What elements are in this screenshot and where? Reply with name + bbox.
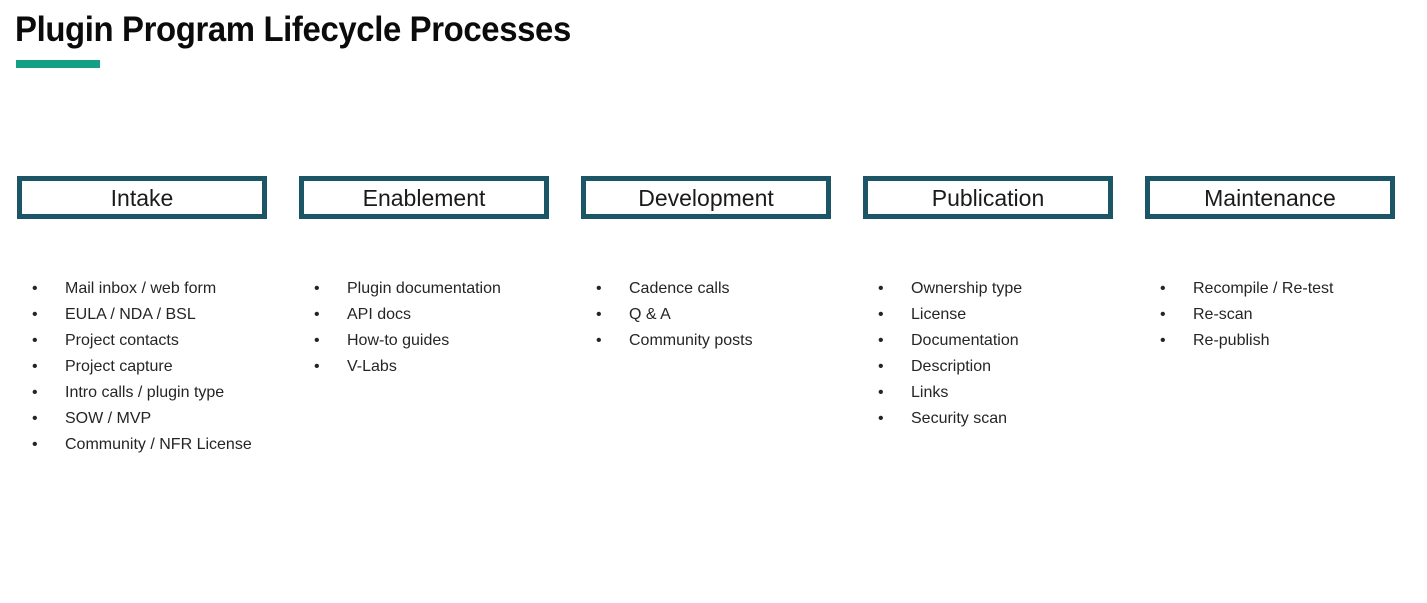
lifecycle-stages: Intake • Mail inbox / web form • EULA / NDA … (0, 176, 1427, 476)
bullet-icon: • (596, 280, 602, 297)
list-item: • Mail inbox / web form (17, 276, 297, 302)
list-item-label: Community / NFR License (65, 436, 252, 453)
stage-header-box-maintenance[interactable]: Maintenance (1145, 176, 1395, 219)
stage-item-list: • Cadence calls • Q & A • Community posts (581, 276, 861, 354)
bullet-icon: • (1160, 332, 1166, 349)
list-item-label: Security scan (911, 410, 1008, 427)
list-item-label: Recompile / Re-test (1193, 280, 1334, 297)
stage-header-box-intake[interactable]: Intake (17, 176, 267, 219)
bullet-icon: • (32, 280, 38, 297)
bullet-icon: • (596, 332, 602, 349)
bullet-icon: • (314, 358, 320, 375)
bullet-icon: • (878, 306, 884, 323)
list-item: • Community / NFR License (17, 432, 297, 458)
stage-header-label: Development (638, 184, 774, 211)
stage-item-list: • Plugin documentation • API docs • How-to gu… (299, 276, 579, 380)
page-title: Plugin Program Lifecycle Processes (15, 10, 571, 49)
list-item-label: Description (911, 358, 992, 375)
list-item-label: Documentation (911, 332, 1019, 349)
list-item: • SOW / MVP (17, 406, 297, 432)
list-item: • Ownership type (863, 276, 1143, 302)
stage-column-intake: Intake • Mail inbox / web form • EULA / NDA … (17, 176, 267, 453)
bullet-icon: • (314, 332, 320, 349)
list-item: • Intro calls / plugin type (17, 380, 297, 406)
list-item-label: EULA / NDA / BSL (65, 306, 196, 323)
bullet-icon: • (32, 306, 38, 323)
bullet-icon: • (878, 384, 884, 401)
list-item: • Q & A (581, 302, 861, 328)
bullet-icon: • (1160, 280, 1166, 297)
list-item-label: Community posts (629, 332, 753, 349)
stage-item-list: •Mail inbox / web form•EULA / NDA / BSL•… (17, 276, 297, 458)
list-item-label: Plugin documentation (347, 280, 501, 297)
list-item: • License (863, 302, 1143, 328)
stage-item-list: • Ownership type • License • Documentation • De… (863, 276, 1143, 432)
list-item-label: Mail inbox / web form (65, 280, 217, 297)
stage-column-publication: Publication • Ownership type • License • Docum… (863, 176, 1113, 427)
list-item-label: Project contacts (65, 332, 179, 349)
bullet-icon: • (878, 332, 884, 349)
stage-column-enablement: Enablement • Plugin documentation • API docs… (299, 176, 549, 375)
list-item: • Re-scan (1145, 302, 1425, 328)
stage-header-label: Publication (931, 184, 1045, 211)
list-item-label: Ownership type (911, 280, 1023, 297)
stage-header-label: Enablement (362, 184, 486, 211)
bullet-icon: • (878, 280, 884, 297)
bullet-icon: • (32, 436, 38, 453)
stage-column-development: Development • Cadence calls • Q & A • Communit… (581, 176, 831, 349)
list-item: • Project capture (17, 354, 297, 380)
stage-header-box-development[interactable]: Development (581, 176, 831, 219)
bullet-icon: • (1160, 306, 1166, 323)
stage-header-box-enablement[interactable]: Enablement (299, 176, 549, 219)
list-item: • Plugin documentation (299, 276, 579, 302)
bullet-icon: • (32, 384, 38, 401)
bullet-icon: • (878, 410, 884, 427)
bullet-icon: • (32, 358, 38, 375)
list-item: • Recompile / Re-test (1145, 276, 1425, 302)
bullet-icon: • (596, 306, 602, 323)
list-item: • Security scan (863, 406, 1143, 432)
bullet-icon: • (32, 332, 38, 349)
list-item-label: API docs (347, 306, 412, 323)
stage-column-maintenance: Maintenance • Recompile / Re-test • Re-scan •… (1145, 176, 1395, 349)
list-item-label: How-to guides (347, 332, 450, 349)
list-item-label: Re-publish (1193, 332, 1270, 349)
list-item: • EULA / NDA / BSL (17, 302, 297, 328)
list-item-label: Intro calls / plugin type (65, 384, 225, 401)
list-item-label: Project capture (65, 358, 173, 375)
list-item: • Project contacts (17, 328, 297, 354)
bullet-icon: • (314, 280, 320, 297)
list-item-label: V-Labs (347, 358, 397, 375)
list-item-label: Re-scan (1193, 306, 1253, 323)
list-item-label: Cadence calls (629, 280, 730, 297)
title-accent-bar (16, 60, 100, 68)
bullet-icon: • (314, 306, 320, 323)
stage-item-list: • Recompile / Re-test • Re-scan • Re-publish (1145, 276, 1425, 354)
stage-header-label: Maintenance (1204, 184, 1336, 211)
list-item-label: License (911, 306, 967, 323)
list-item: • Links (863, 380, 1143, 406)
list-item-label: SOW / MVP (65, 410, 152, 427)
list-item-label: Links (911, 384, 949, 401)
list-item: • Documentation (863, 328, 1143, 354)
list-item: • V-Labs (299, 354, 579, 380)
bullet-icon: • (878, 358, 884, 375)
list-item: • Description (863, 354, 1143, 380)
list-item: • How-to guides (299, 328, 579, 354)
stage-header-box-publication[interactable]: Publication (863, 176, 1113, 219)
list-item: • API docs (299, 302, 579, 328)
list-item: • Cadence calls (581, 276, 861, 302)
list-item-label: Q & A (629, 306, 671, 323)
list-item: • Re-publish (1145, 328, 1425, 354)
bullet-icon: • (32, 410, 38, 427)
stage-header-label: Intake (110, 184, 174, 211)
list-item: • Community posts (581, 328, 861, 354)
